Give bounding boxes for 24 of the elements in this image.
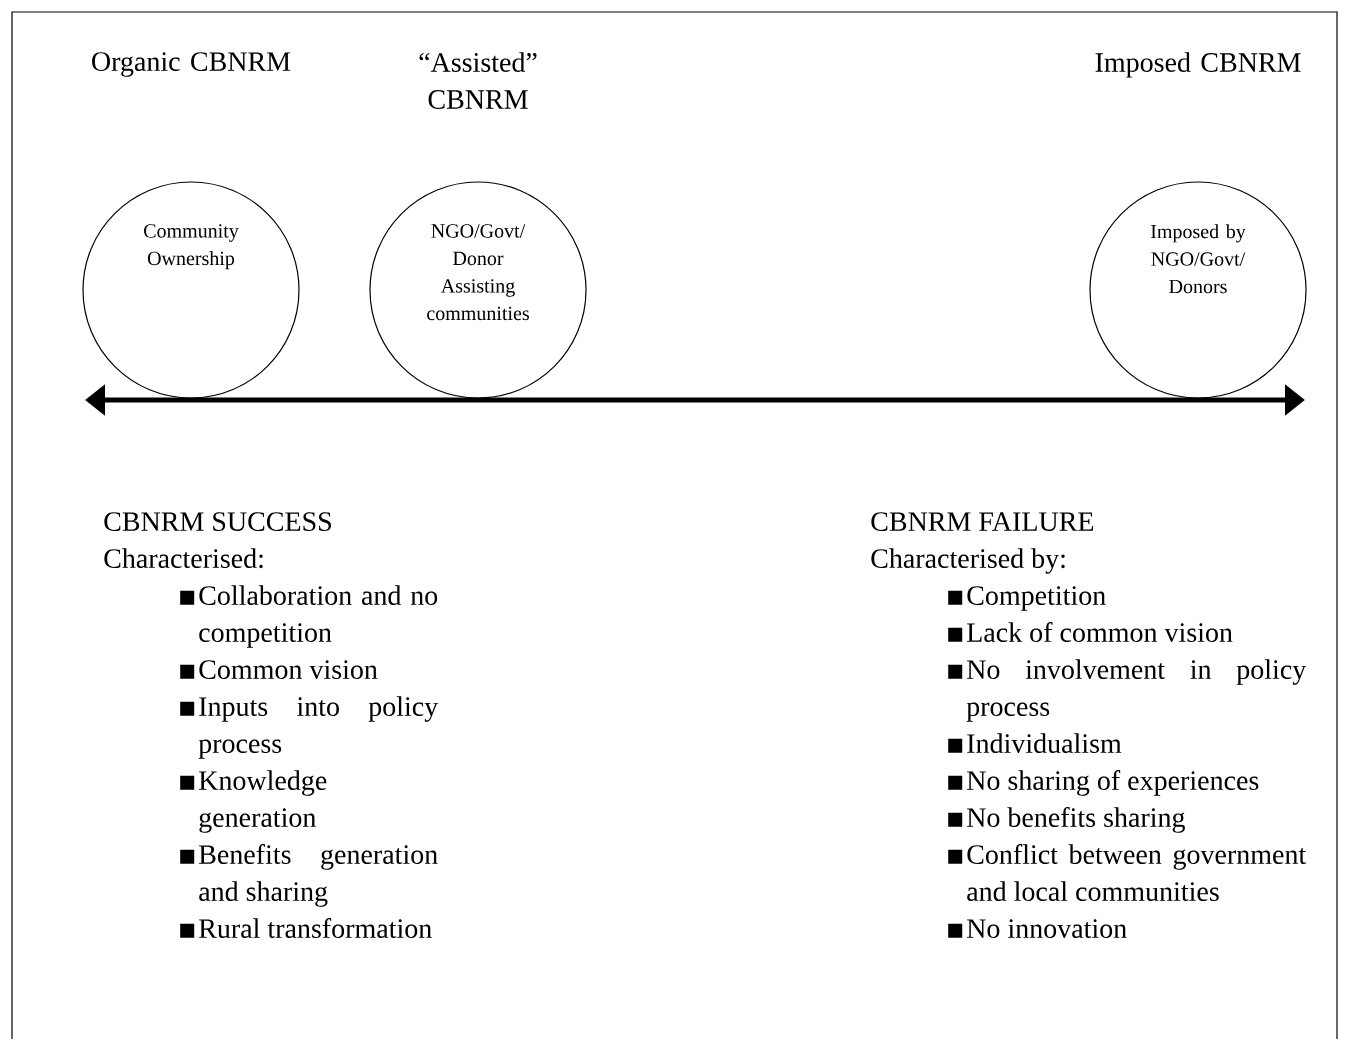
- bullet-item: Collaboration and no competition: [199, 585, 438, 648]
- bullet-item: Conflict between government and local communities: [967, 844, 1307, 901]
- bullet-item: Common vision: [199, 660, 378, 679]
- circle-text: Community Ownership: [144, 224, 239, 270]
- bullet-item: No innovation: [967, 919, 1127, 938]
- bullet-item: No benefits sharing: [967, 807, 1185, 833]
- bullet-item: No involvement in policy process: [966, 659, 1307, 722]
- circle-text: Imposed by NGO/Govt/ Donors: [1150, 224, 1246, 294]
- bullet-item: Lack of common vision: [967, 622, 1233, 642]
- bullet-item: Knowledge generation: [199, 770, 327, 833]
- list-heading: Characterised by:: [871, 548, 1065, 574]
- bullet-item: Competition: [967, 586, 1106, 611]
- bullet-item: Individualism: [967, 733, 1122, 753]
- bullet-item: Inputs into policy process: [198, 696, 439, 759]
- bullet-item: Rural transformation: [199, 918, 432, 938]
- list-heading: CBNRM SUCCESS: [104, 512, 331, 531]
- circle-text: NGO/Govt/ Donor Assisting communities: [427, 224, 529, 321]
- bullet-item: Benefits generation and sharing: [199, 844, 438, 907]
- heading: “Assisted” CBNRM: [419, 52, 537, 109]
- heading: Organic CBNRM: [92, 52, 291, 77]
- heading: Imposed CBNRM: [1095, 52, 1301, 78]
- list-heading: Characterised:: [104, 548, 263, 569]
- list-heading: CBNRM FAILURE: [871, 512, 1094, 531]
- bullet-item: No sharing of experiences: [967, 770, 1259, 796]
